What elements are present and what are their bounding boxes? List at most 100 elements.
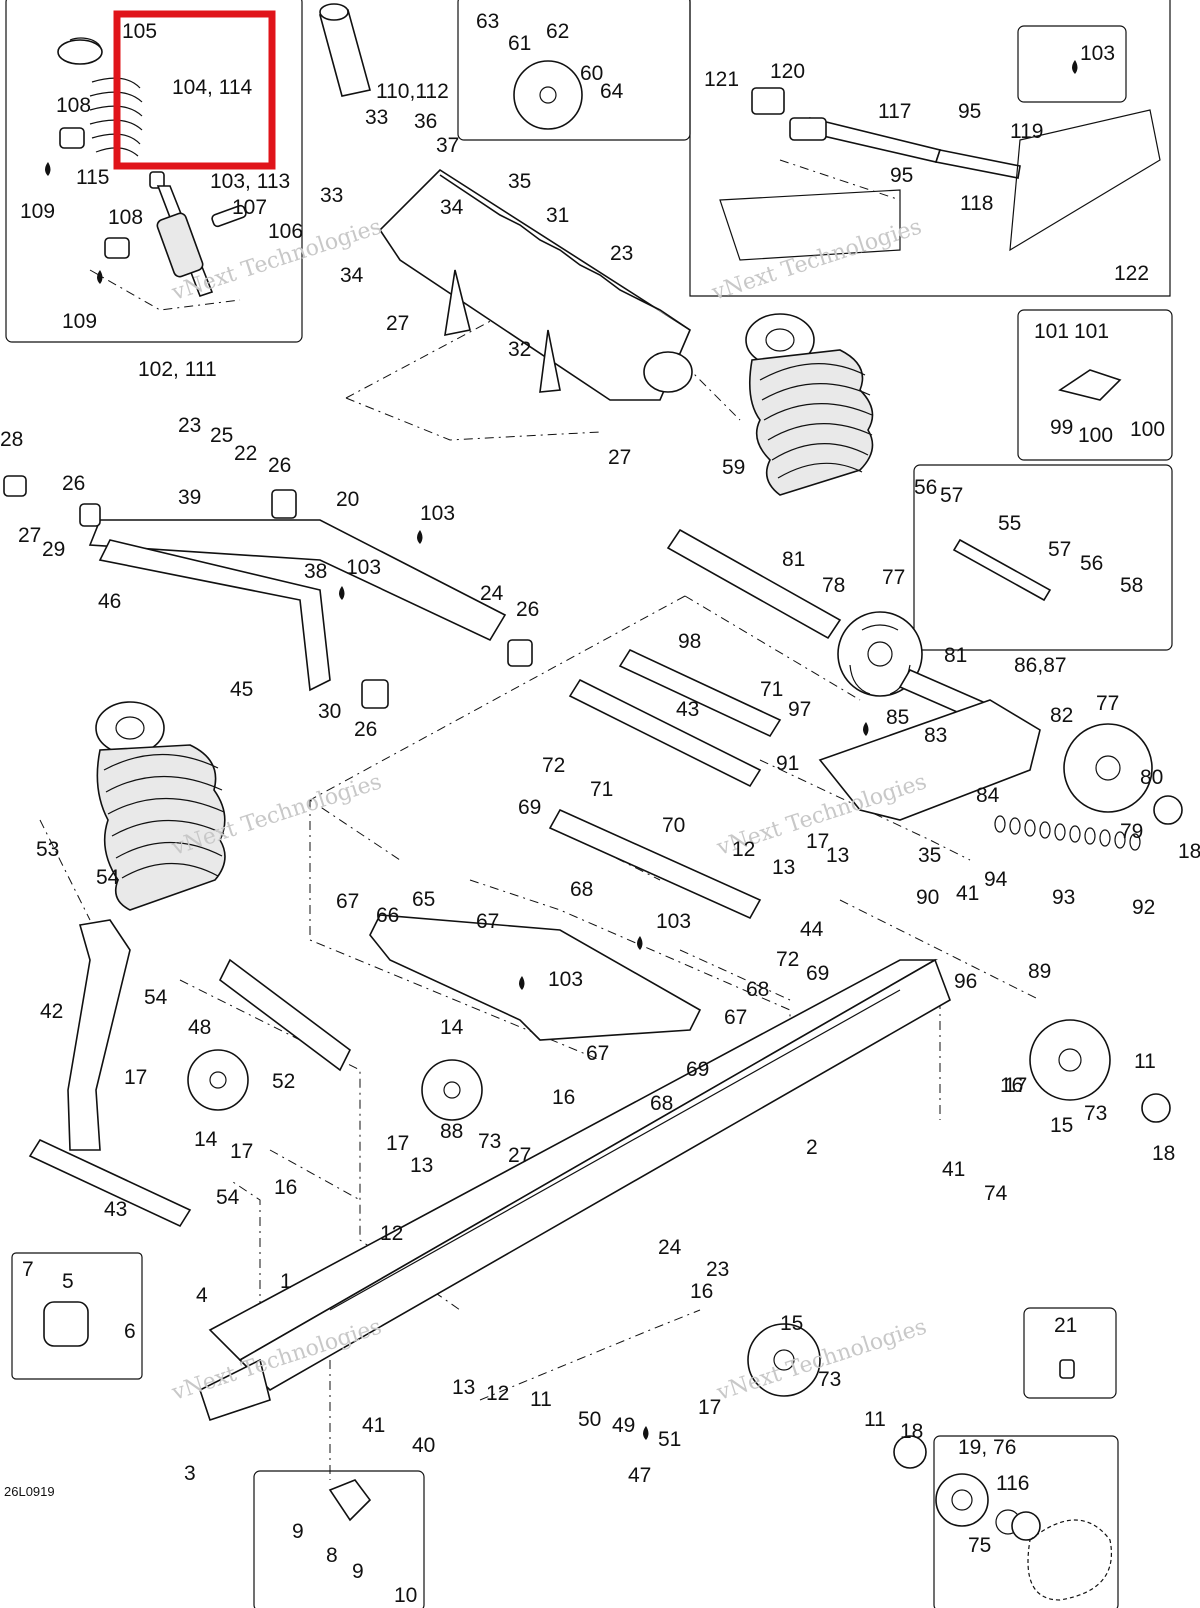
callout: 74 [984,1182,1008,1205]
callout: 25 [210,424,233,447]
callout: 31 [546,204,569,227]
callout: 12 [732,838,755,861]
callout: 103, 113 [210,170,290,193]
idler-wheel-14a [187,1049,249,1111]
callout: 121 [704,68,739,91]
link-42 [67,919,131,1151]
idler-wheel-15a [1029,1019,1111,1101]
callout: 21 [1054,1314,1077,1337]
rear-shock-spring [745,313,874,496]
callout: 62 [546,20,569,43]
rear-arm [369,914,702,1041]
callout: 61 [508,32,531,55]
callout: 16 [690,1280,713,1303]
callout: 93 [1052,886,1075,909]
callout: 23 [706,1258,729,1281]
idler-wheel-14b [421,1059,483,1121]
callout: 77 [882,566,905,589]
callout: 95 [890,164,913,187]
callout: 13 [410,1154,433,1177]
callout: 71 [590,778,613,801]
callout: 119 [1010,120,1043,143]
callout: 18 [1152,1142,1175,1165]
callout: 120 [770,60,805,83]
sprocket-19 [935,1473,1112,1601]
callout: 69 [686,1058,709,1081]
callout: 109 [20,200,55,223]
grease-fitting-21 [1059,1359,1075,1379]
callout: 3 [184,1462,196,1485]
callout: 39 [178,486,201,509]
callout: 30 [318,700,341,723]
callout: 24 [658,1236,682,1259]
axle-43a [568,678,762,788]
callout: 9 [292,1520,304,1543]
callout: 19, 76 [958,1436,1016,1459]
callout: 83 [924,724,947,747]
clip-5 [43,1301,89,1347]
bracket-99 [1058,369,1122,401]
callout: 40 [412,1434,435,1457]
callout: 17 [386,1132,409,1155]
callout: 33 [365,106,388,129]
callout: 103 [1080,42,1115,65]
callout: 67 [724,1006,747,1029]
callout: 108 [56,94,91,117]
callout: 72 [776,948,799,971]
callout: 16 [1000,1074,1023,1097]
callout: 97 [788,698,811,721]
callout: 41 [956,882,979,905]
watermark-6: vNext Technologies [713,1314,930,1406]
callout: 101 [1034,320,1069,343]
callout: 65 [412,888,435,911]
callout: 23 [610,242,633,265]
callout: 26 [516,598,539,621]
callout: 59 [722,456,745,479]
pin-110 [318,9,371,97]
callout: 33 [320,184,343,207]
callout: 43 [676,698,699,721]
callout: 77 [1096,692,1119,715]
callout: 53 [36,838,59,861]
inset-boxes [5,0,1173,1608]
callout: 58 [1120,574,1143,597]
callout: 17 [1004,1074,1027,1097]
callout: 103 [656,910,691,933]
callout: 89 [1028,960,1051,983]
leader-lines [39,159,1041,1480]
callout: 106 [268,220,303,243]
axle-81a [666,528,842,640]
callout: 54 [216,1186,240,1209]
callout: 41 [362,1414,385,1437]
callout: 26 [62,472,85,495]
callout: 71 [760,678,783,701]
callout: 26 [268,454,291,477]
callout: 63 [476,10,499,33]
callout: 29 [42,538,65,561]
callout: 75 [968,1534,991,1557]
callout: 8 [326,1544,338,1567]
front-arm [3,475,533,709]
axle-98 [618,648,782,738]
callout: 35 [918,844,941,867]
callout: 5 [62,1270,74,1293]
callout: 26 [354,718,377,741]
callout: 44 [800,918,824,941]
callout: 66 [376,904,399,927]
shaft-70 [548,808,762,920]
callout: 81 [944,644,967,667]
arm-86 [818,699,1041,821]
callout: 103 [420,502,455,525]
small-shock-assembly [57,37,247,298]
callout: 54 [144,986,168,1009]
callout: 67 [336,890,359,913]
callout: 107 [232,196,267,219]
callout: 42 [40,1000,63,1023]
callout: 69 [518,796,541,819]
callout: 35 [508,170,531,193]
callout: 1 [280,1270,292,1293]
callout: 96 [954,970,977,993]
callout: 4 [196,1284,208,1307]
callout: 50 [578,1408,601,1431]
